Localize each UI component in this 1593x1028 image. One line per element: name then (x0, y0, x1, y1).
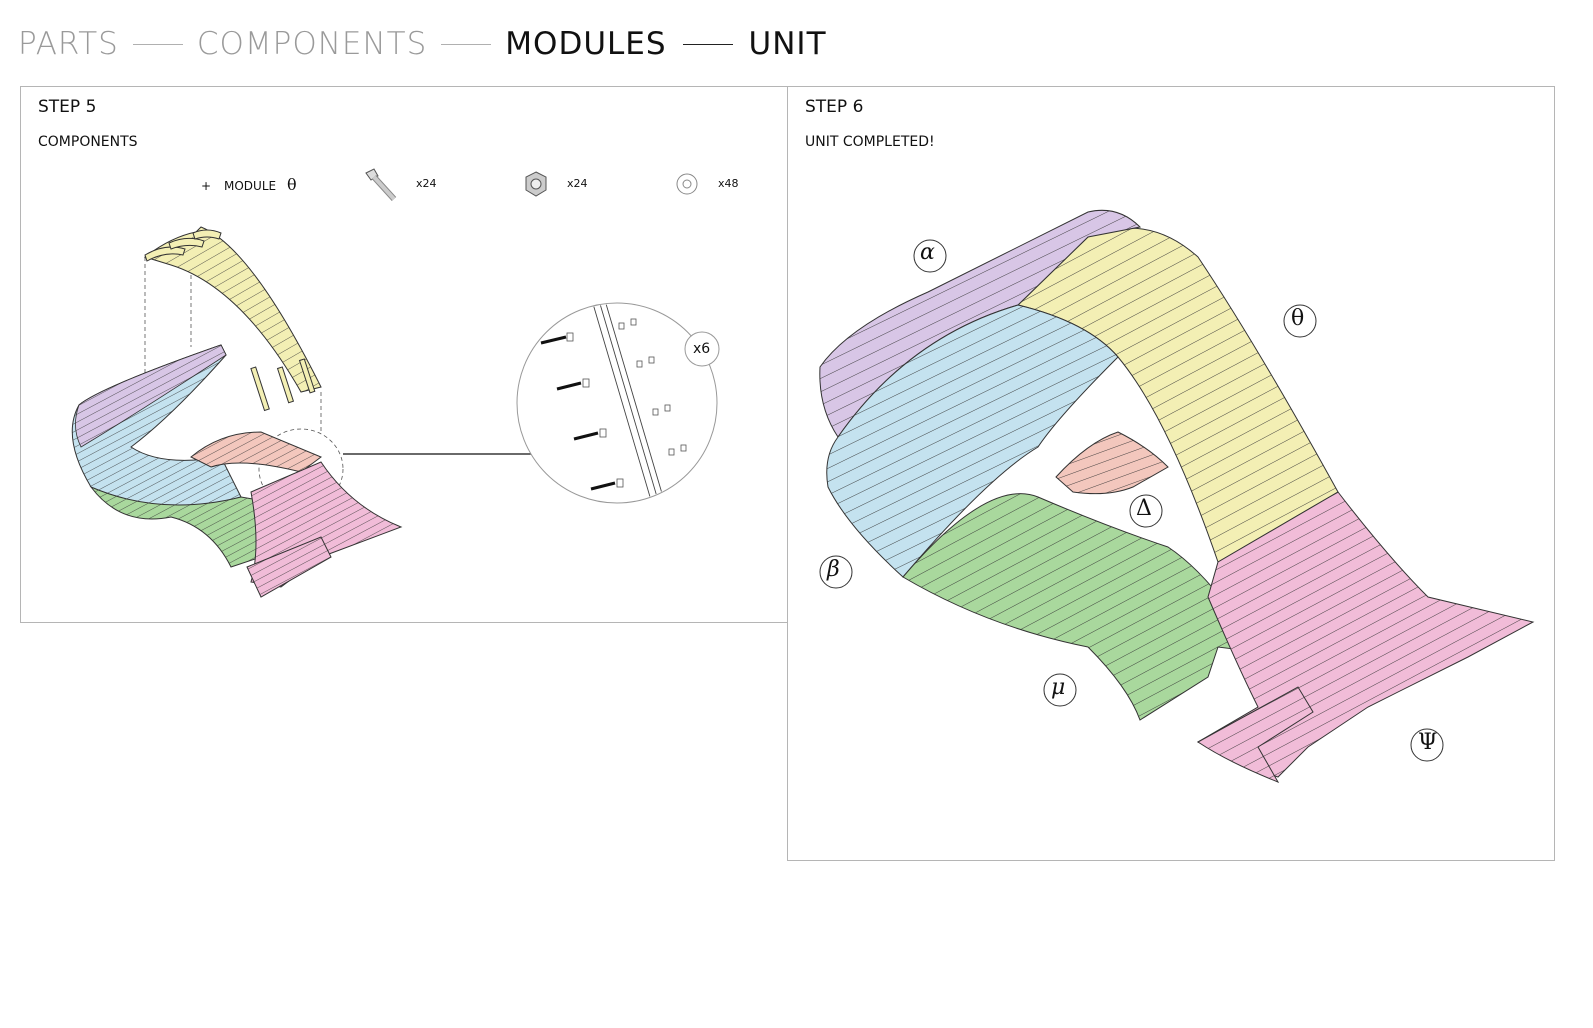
bolt-icon (365, 168, 397, 202)
label-theta: θ (1291, 306, 1305, 331)
breadcrumb-parts[interactable]: PARTS (18, 26, 119, 62)
module-beta-shape (826, 304, 1119, 578)
detail-multiplier: x6 (693, 341, 711, 357)
step5-panel: STEP 5 COMPONENTS + MODULE θ x24 x24 x48 (20, 86, 788, 623)
breadcrumb-modules[interactable]: MODULES (505, 26, 667, 62)
label-psi: Ψ (1418, 730, 1438, 755)
module-label: MODULE (224, 179, 277, 193)
step5-subtitle: COMPONENTS (38, 134, 138, 150)
detail-magnifier (516, 302, 720, 504)
module-delta-shape (1055, 431, 1169, 495)
step6-title: STEP 6 (805, 97, 864, 117)
step5-assembly-diagram (71, 226, 720, 598)
bolt-quantity: x24 (416, 177, 437, 190)
label-alpha: α (920, 240, 935, 265)
step6-panel: STEP 6 UNIT COMPLETED! (787, 86, 1555, 861)
step6-subtitle: UNIT COMPLETED! (805, 134, 935, 150)
breadcrumb-separator (682, 43, 733, 45)
label-delta: Δ (1136, 496, 1152, 521)
plus-sign: + (201, 179, 212, 193)
breadcrumb-components[interactable]: COMPONENTS (196, 26, 428, 62)
breadcrumb-separator (132, 43, 183, 45)
step5-title: STEP 5 (38, 97, 97, 117)
module-mu-shape (902, 493, 1260, 721)
breadcrumb-separator (441, 43, 492, 45)
nut-icon (525, 171, 547, 197)
breadcrumb-unit[interactable]: UNIT (748, 26, 827, 62)
components-row: + MODULE θ x24 x24 x48 (21, 168, 789, 205)
module-symbol: θ (287, 175, 297, 194)
nut-quantity: x24 (567, 177, 588, 190)
step6-unit-diagram (819, 209, 1535, 783)
label-beta: β (827, 557, 840, 582)
label-mu: μ (1051, 675, 1066, 700)
washer-icon (676, 173, 698, 195)
washer-quantity: x48 (718, 177, 739, 190)
breadcrumb: PARTS COMPONENTS MODULES UNIT (18, 22, 827, 66)
